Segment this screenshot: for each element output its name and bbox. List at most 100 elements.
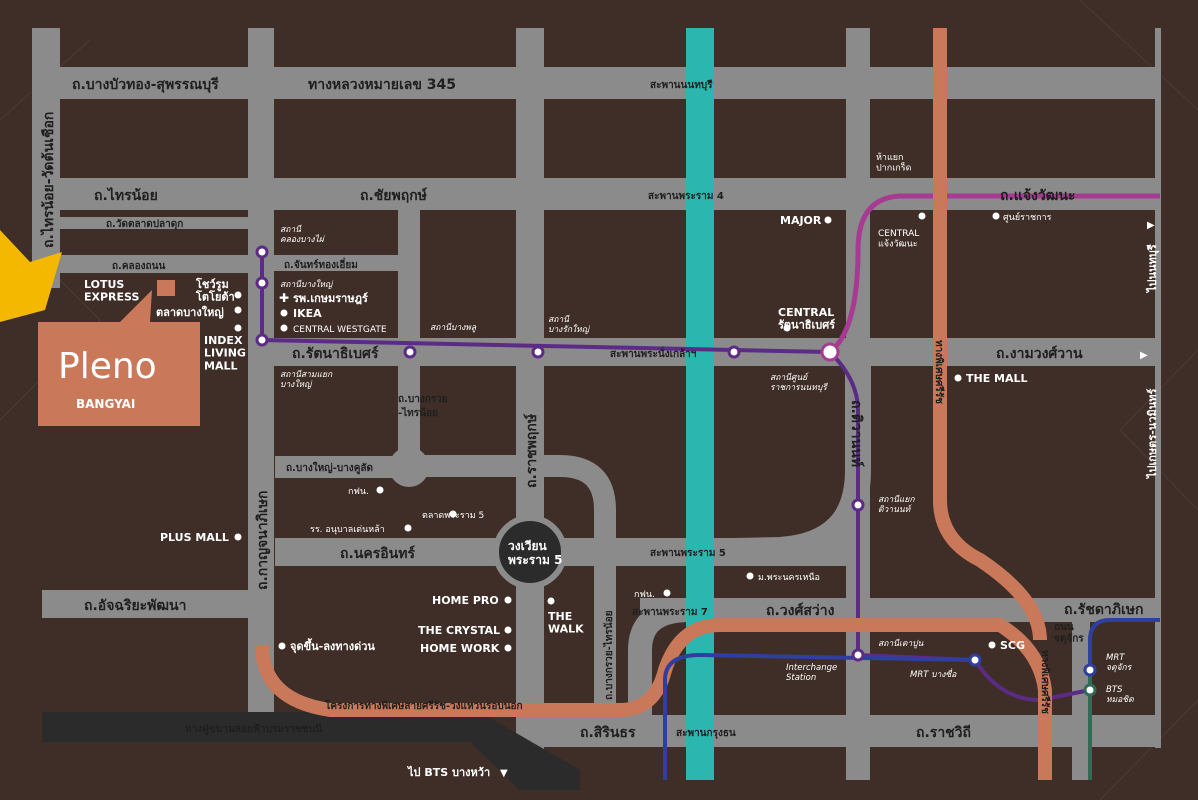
project-subtitle: BANGYAI: [76, 397, 135, 411]
ngamwongwan-arrow-icon: ▶: [1140, 350, 1148, 361]
road-highway345: [32, 67, 1160, 99]
yellow-arrow-icon: [0, 230, 62, 322]
station-bang-rak-yai: [531, 345, 545, 359]
label-st-bang-phlu: สถานีบางพลู: [430, 322, 477, 333]
label-rama4-bridge: สะพานพระราม 4: [648, 191, 724, 202]
label-st-mrt-bangsue: MRT บางซื่อ: [910, 668, 957, 680]
label-plus-mall: PLUS MALL: [160, 531, 229, 544]
label-to-bts: ไป BTS บางหว้า: [406, 765, 490, 779]
roundabout-bangyai: [389, 447, 429, 487]
label-wat-talat: ถ.วัดตลาดปลาดุก: [106, 218, 183, 230]
station-sam-yaek: [255, 333, 269, 347]
label-nakhon-in: ถ.นครอินทร์: [340, 545, 415, 562]
label-rama5-bridge: สะพานพระราม 5: [650, 548, 726, 559]
blue-line-jatujak: [1088, 618, 1160, 690]
label-ratchawithi: ถ.ราชวิถี: [916, 725, 971, 741]
label-kanchana: ถ.กาญจนาภิเษก: [255, 491, 271, 590]
station-mrt-bangsue: [968, 653, 982, 667]
pink-line: [828, 193, 1160, 354]
purple-line: [260, 252, 1091, 703]
station-government: [820, 342, 840, 362]
label-st-bang-yai: สถานีบางใหญ่: [280, 279, 333, 290]
orange-sirat: [933, 28, 1047, 641]
label-st-bang-rak-yai: สถานีบางรักใหญ่: [548, 314, 590, 335]
roundabout-rama5: [493, 515, 567, 589]
project-box: [38, 322, 200, 426]
label-wongsawang: ถ.วงศ์สว่าง: [766, 602, 835, 619]
label-nonthaburi-bridge: สะพานนนทบุรี: [650, 79, 713, 91]
label-sirindhorn: ถ.สิรินธร: [580, 725, 636, 741]
label-chan-thong-iam: ถ.จันทร์ทองเอี่ยม: [284, 257, 358, 271]
label-crystal: THE CRYSTAL: [418, 624, 500, 637]
label-jatujak: ถนนจตุจักร: [1054, 622, 1084, 645]
station-bang-phlu: [403, 345, 417, 359]
road-bangyai-bangkulat: [275, 456, 405, 478]
road-jatujak: [1072, 620, 1090, 780]
label-home-pro: HOME PRO: [432, 594, 499, 607]
station-bts-mochit: [1083, 683, 1097, 697]
label-sainoi-watton: ถ.ไทรน้อย-วัดต้นเชือก: [39, 112, 57, 248]
label-the-mall: THE MALL: [966, 372, 1028, 385]
road-chan-thong-iam: [250, 255, 400, 271]
road-bangkruai-curve: [420, 455, 616, 720]
project-callout-pointer: [120, 290, 152, 322]
label-to-nonthaburi: ไปนนทบุรี: [1145, 244, 1160, 294]
label-showroom: โชว์รูมโตโยต้า: [195, 277, 235, 304]
label-bangbuathong: ถ.บางบัวทอง-สุพรรณบุรี: [72, 77, 219, 93]
label-sirat-2: ทางพิเศษศรีรัช: [1039, 650, 1051, 714]
label-st-khlong-bang-phai: สถานีคลองบางไผ่: [280, 224, 325, 245]
label-highway345: ทางหลวงหมายเลข 345: [308, 77, 456, 93]
road-wat-talat: [60, 217, 250, 229]
to-bts-arrow-icon: ▼: [500, 768, 508, 779]
road-sainoi-watton: [32, 28, 60, 288]
landmark-dots: [234, 212, 1000, 652]
label-khlong-thanon: ถ.คลองถนน: [112, 261, 165, 272]
label-chaengwattana: ถ.แจ้งวัฒนะ: [1000, 188, 1075, 204]
road-kanchana: [248, 28, 274, 718]
label-ngamwongwan: ถ.งามวงศ์วาน: [996, 345, 1083, 362]
label-university: ม.พระนครเหนือ: [758, 572, 820, 583]
label-st-tao-pun: สถานีเตาปูน: [878, 638, 924, 649]
label-tiwanon: ถ.ติวานนท์: [848, 400, 865, 467]
label-st-yaek-tiwanon: สถานีแยกติวานนท์: [878, 494, 915, 515]
label-rattanathibet: ถ.รัตนาธิเบศร์: [292, 345, 379, 362]
rail-lines: [255, 28, 1160, 780]
elevated-road: [42, 712, 580, 790]
label-ratchadaphisek: ถ.รัชดาภิเษก: [1064, 602, 1144, 618]
label-pak-kret: ห้าแยกปากเกร็ด: [876, 152, 912, 173]
station-yaek-tiwanon: [851, 498, 865, 512]
label-school: รร. อนุบาลเด่นหล้า: [310, 524, 385, 535]
blue-line: [663, 652, 976, 780]
chao-phraya-river: [686, 28, 714, 780]
label-krungthon-bridge: สะพานกรุงธน: [676, 728, 736, 739]
label-sainoi: ถ.ไทรน้อย: [94, 186, 158, 204]
label-rama7-bridge: สะพานพระราม 7: [632, 607, 708, 618]
project-logo: Pleno: [58, 346, 157, 387]
station-phra-nang-klao: [727, 345, 741, 359]
label-central-westgate: CENTRAL WESTGATE: [293, 325, 387, 335]
label-bangyai-bangkulat: ถ.บางใหญ่-บางคูลัด: [286, 461, 373, 475]
station-khlong-bang-phai: [255, 245, 269, 259]
label-phra-nang-klao: สะพานพระนั่งเกล้าฯ: [610, 346, 697, 360]
label-st-government: สถานีศูนย์ราชการนนทบุรี: [770, 372, 829, 393]
label-scg: SCG: [1000, 639, 1025, 652]
hospital-cross-icon: ✚: [279, 291, 289, 305]
station-bang-yai: [255, 276, 269, 290]
label-st-sam-yaek: สถานีสามแยกบางใหญ่: [280, 369, 333, 390]
label-talat-rama5: ตลาดพระราม 5: [422, 511, 484, 521]
to-nonthaburi-arrow-icon: ▶: [1147, 220, 1155, 231]
label-talat-bangyai: ตลาดบางใหญ่: [156, 305, 224, 319]
label-rama5-circle: วงเวียนพระราม 5: [508, 539, 562, 567]
label-major: MAJOR: [780, 214, 822, 227]
station-mrt-jatujak: [1083, 663, 1097, 677]
road-atcharia: [42, 590, 252, 618]
road-right-edge: [1155, 28, 1161, 748]
label-orange-project: โครงการทางพิเศษสายศรีรัช-วงแหวนรอบนอก: [324, 699, 523, 712]
label-bangkruai-sainoi: ถ.บางกรวย-ไทรน้อย: [398, 394, 448, 419]
label-elevated: ทางคู่ขนานลอยฟ้าบรมราชชนนี: [185, 723, 322, 736]
